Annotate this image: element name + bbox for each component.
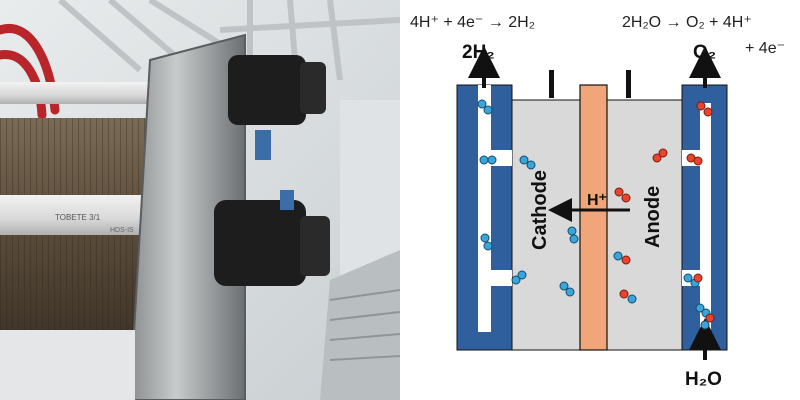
anode-reaction-line1: 2H₂O → O₂ + 4H⁺ xyxy=(622,14,752,31)
flange-bolts xyxy=(214,55,330,286)
electrolyzer-photo: TOBETE 3/1 HDS-IS xyxy=(0,0,400,400)
oxygen-molecules xyxy=(614,101,713,283)
cathode-reaction: 4H⁺ + 4e⁻ → 2H₂ xyxy=(410,14,535,31)
electrode-terminal-left xyxy=(549,70,554,98)
anode-label: Anode xyxy=(642,186,664,248)
o2-label: O₂ xyxy=(693,42,716,63)
cathode-label: Cathode xyxy=(529,170,551,250)
anode-reaction-line2: + 4e⁻ xyxy=(745,40,785,57)
ceiling-pipes xyxy=(58,0,400,121)
pem-electrolyzer-diagram: 4H⁺ + 4e⁻ → 2H₂ 2H₂O → O₂ + 4H⁺ + 4e⁻ 2H… xyxy=(410,14,785,390)
steel-end-flange xyxy=(130,35,245,400)
pipe-marking-1: TOBETE 3/1 xyxy=(55,213,101,222)
wall-equipment xyxy=(255,100,400,400)
floor-plastic xyxy=(0,330,135,400)
h2-label: 2H₂ xyxy=(462,42,495,63)
proton-label: H⁺ xyxy=(587,192,607,209)
water-molecules xyxy=(613,251,715,330)
h2o-label: H₂O xyxy=(685,369,722,390)
membrane xyxy=(579,84,608,351)
cathode-bipolar-plate xyxy=(456,84,513,351)
electrode-terminal-right xyxy=(626,70,631,98)
pipe-marking-2: HDS-IS xyxy=(110,227,134,234)
